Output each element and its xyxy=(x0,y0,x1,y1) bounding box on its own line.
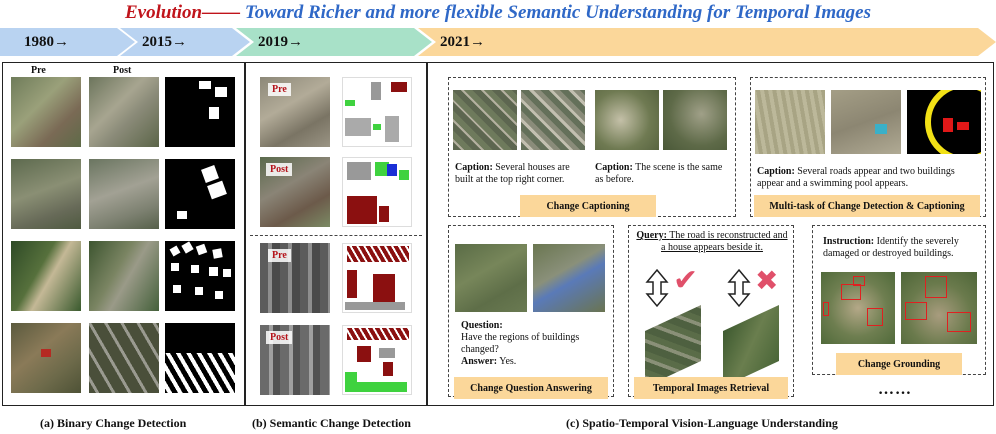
post-label: Post xyxy=(266,331,293,344)
tag-change-captioning: Change Captioning xyxy=(520,195,656,217)
satellite-image xyxy=(901,272,977,344)
satellite-image xyxy=(821,272,895,344)
instruction-text: Instruction: Identify the severely damag… xyxy=(823,236,979,260)
question-label: Question: xyxy=(461,320,503,331)
satellite-image-post xyxy=(89,323,159,393)
tag-cqa: Change Question Answering xyxy=(454,377,608,399)
tag-retrieval: Temporal Images Retrieval xyxy=(634,377,788,399)
panel-vision-language: Caption: Several houses are built at the… xyxy=(427,62,994,406)
satellite-image-pre xyxy=(11,77,81,147)
post-label: Post xyxy=(113,65,132,76)
pre-label: Pre xyxy=(268,249,291,262)
cross-icon: ✖ xyxy=(755,266,779,297)
satellite-image xyxy=(595,90,659,150)
timeline-label: 2015→ xyxy=(142,33,187,50)
tag-grounding: Change Grounding xyxy=(836,353,962,375)
title-rest: Toward Richer and more flexible Semantic… xyxy=(244,2,871,23)
caption-label: Caption: xyxy=(595,162,633,173)
satellite-image-post xyxy=(89,241,159,311)
satellite-image-post xyxy=(89,77,159,147)
satellite-image xyxy=(521,90,585,150)
question-body: Have the regions of buildings changed? xyxy=(461,332,580,355)
answer-body: Yes. xyxy=(499,356,517,367)
satellite-image-pre xyxy=(11,241,81,311)
satellite-image xyxy=(533,244,605,312)
query-label: Query: xyxy=(636,230,667,241)
change-map xyxy=(907,90,981,154)
retrieval-box: Query: The road is reconstructed and a h… xyxy=(628,225,794,397)
answer-label: Answer: xyxy=(461,356,498,367)
instruction-body: Identify the severely damaged or destroy… xyxy=(823,236,959,259)
panel-binary-change-detection: Pre Post xyxy=(2,62,245,406)
timeline-label: 1980→ xyxy=(24,33,69,50)
satellite-image xyxy=(831,90,901,154)
divider xyxy=(250,235,422,236)
change-mask xyxy=(165,323,235,393)
caption-text-2: Caption: The scene is the same as before… xyxy=(595,162,729,186)
timeline-label: 2019→ xyxy=(258,33,303,50)
satellite-image xyxy=(723,304,779,388)
satellite-image-post xyxy=(89,159,159,229)
pre-label: Pre xyxy=(31,65,46,76)
tag-multitask: Multi-task of Change Detection & Caption… xyxy=(754,195,980,217)
caption-body: The scene is the same as before. xyxy=(595,162,723,185)
semantic-map xyxy=(342,243,412,313)
caption-label: Caption: xyxy=(455,162,493,173)
semantic-map xyxy=(342,157,412,227)
caption-c: (c) Spatio-Temporal Vision-Language Unde… xyxy=(566,416,838,430)
title-evolution: Evolution xyxy=(125,2,203,23)
change-mask xyxy=(165,77,235,147)
satellite-image xyxy=(453,90,517,150)
pre-label: Pre xyxy=(268,83,291,96)
query-text: Query: The road is reconstructed and a h… xyxy=(635,230,789,254)
multitask-caption: Caption: Several roads appear and two bu… xyxy=(757,166,981,190)
caption-label: Caption: xyxy=(757,166,795,177)
caption-a: (a) Binary Change Detection xyxy=(40,416,187,430)
caption-b: (b) Semantic Change Detection xyxy=(252,416,411,430)
change-captioning-box: Caption: Several houses are built at the… xyxy=(448,77,736,217)
semantic-map xyxy=(342,77,412,147)
multitask-box: Caption: Several roads appear and two bu… xyxy=(750,77,986,217)
ellipsis: …… xyxy=(878,381,912,398)
check-icon: ✔ xyxy=(673,264,699,297)
satellite-image xyxy=(755,90,825,154)
timeline-arrow-2019: 2019→ xyxy=(236,28,432,56)
satellite-image xyxy=(455,244,527,312)
satellite-image-pre xyxy=(11,323,81,393)
panel-semantic-change-detection: Pre Post Pre Post xyxy=(245,62,427,406)
caption-body: Several houses are built at the top righ… xyxy=(455,162,570,185)
timeline-label: 2021→ xyxy=(440,33,485,50)
timeline-arrow-2021: 2021→ xyxy=(418,28,996,56)
semantic-map xyxy=(342,325,412,395)
up-down-arrow-icon xyxy=(645,268,669,308)
change-mask xyxy=(165,241,235,311)
satellite-image xyxy=(645,304,701,388)
figure-title: Evolution—— Toward Richer and more flexi… xyxy=(0,2,996,24)
caption-body: Several roads appear and two buildings a… xyxy=(757,166,955,189)
up-down-arrow-icon xyxy=(727,268,751,308)
instruction-label: Instruction: xyxy=(823,236,875,247)
query-body: The road is reconstructed and a house ap… xyxy=(661,230,788,253)
timeline-arrow-2015: 2015→ xyxy=(120,28,250,56)
cqa-text: Question: Have the regions of buildings … xyxy=(461,320,601,368)
satellite-image-pre xyxy=(11,159,81,229)
satellite-image xyxy=(663,90,727,150)
post-label: Post xyxy=(266,163,293,176)
caption-text-1: Caption: Several houses are built at the… xyxy=(455,162,583,186)
change-mask xyxy=(165,159,235,229)
cqa-box: Question: Have the regions of buildings … xyxy=(448,225,614,397)
title-dash: —— xyxy=(202,2,241,23)
timeline-arrow-1980: 1980→ xyxy=(0,28,135,56)
